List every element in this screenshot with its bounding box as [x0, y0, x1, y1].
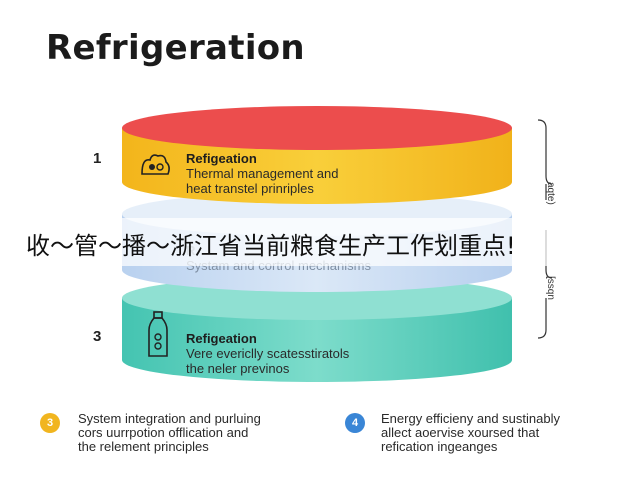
- footnote-2-line-1: Energy efficieny and sustinably: [381, 411, 560, 426]
- top-disc: [122, 106, 512, 150]
- footnote-1-line-3: the relement principles: [78, 439, 209, 454]
- footnote-1-badge: 3: [40, 413, 60, 433]
- layer-1-number: 1: [93, 150, 102, 167]
- side-label-1: aqte): [545, 182, 556, 205]
- footnote-1-line-2: cors uurrpotion offlication and: [78, 425, 249, 440]
- side-label-2: [ssqn: [545, 276, 556, 300]
- overlay-banner-text: 收～管～播～浙江省当前粮食生产工作划重点!: [26, 232, 516, 260]
- layer-1-body: [122, 106, 512, 204]
- footnote-2-badge: 4: [345, 413, 365, 433]
- footnote-1-line-1: System integration and purluing: [78, 411, 261, 426]
- footnote-2-line-2: allect aoervise xoursed that: [381, 425, 540, 440]
- layer-1-heading: Refigeation: [186, 151, 257, 166]
- layer-3-text: Refigeation Vere evericlly scatesstirato…: [186, 331, 349, 376]
- page-title: Refrigeration: [46, 28, 305, 68]
- layer-3-number: 3: [93, 328, 102, 345]
- right-bracket: [537, 119, 553, 339]
- footnote-2: Energy efficieny and sustinably allect a…: [381, 412, 560, 454]
- fruit-basket-icon: [141, 154, 170, 175]
- bottle-icon: [148, 311, 168, 357]
- layer-1-line-2: heat transtel prinriples: [186, 181, 314, 196]
- overlay-banner: [0, 218, 640, 266]
- layer-3-line-2: the neler previnos: [186, 361, 290, 376]
- layer-1-line-1: Thermal management and: [186, 166, 339, 181]
- layer-3-line-1: Vere evericlly scatesstiratols: [186, 346, 350, 361]
- layer-3-heading: Refigeation: [186, 331, 257, 346]
- layer-1-text: Refigeation Thermal management and heat …: [186, 151, 338, 196]
- footnote-2-line-3: refication ingeanges: [381, 439, 498, 454]
- footnote-1: System integration and purluing cors uur…: [78, 412, 261, 454]
